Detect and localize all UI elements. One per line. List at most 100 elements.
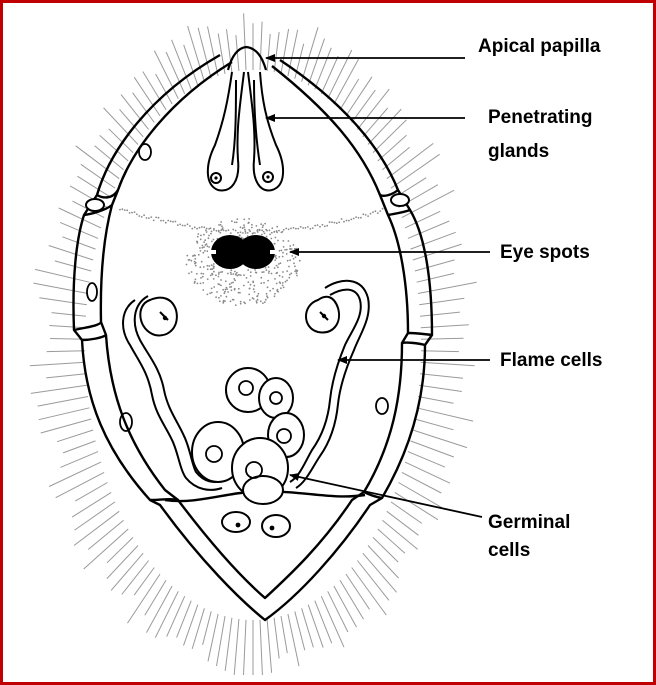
cilium [405,462,450,483]
granule [250,271,252,273]
granule [287,260,289,262]
granule [237,232,239,234]
cilium [88,520,123,549]
granule [220,221,222,223]
granule [208,235,210,237]
cilium [321,596,344,647]
granule [281,232,283,234]
granule [260,277,262,279]
cilium [281,29,289,74]
cilium [421,351,459,352]
granule [208,246,210,248]
cilium [260,22,262,70]
granule [296,275,298,277]
granule [256,225,258,227]
granule [252,233,254,235]
granule [205,244,207,246]
granule [202,276,204,278]
granule [240,303,242,305]
granule [272,288,274,290]
cilium [418,282,477,293]
granule [235,304,237,306]
cilium [340,580,364,619]
cilium [346,77,372,116]
granule [170,220,172,222]
granule [331,221,333,223]
cilium [30,362,86,366]
granule [221,225,223,227]
granule [271,273,273,275]
granule [218,276,220,278]
cilium [260,620,262,675]
granule [240,226,242,228]
granule [236,218,238,220]
granule [227,273,229,275]
granule [196,228,198,230]
granule [236,221,238,223]
granule [224,291,226,293]
granule [299,260,301,262]
granule [277,289,279,291]
granule [206,228,208,230]
granule [230,300,232,302]
granule [206,245,208,247]
granule [324,225,326,227]
granule [249,288,251,290]
granule [215,274,217,276]
cilium [420,312,460,316]
granule [189,225,191,227]
granule [274,295,276,297]
granule [260,282,262,284]
granule [365,214,367,216]
cilium [39,298,86,305]
granule [240,274,242,276]
granule [247,281,249,283]
granule [280,287,282,289]
cilium [33,283,88,293]
granule [148,217,150,219]
granule [276,257,278,259]
cilium [267,619,272,673]
granule [257,299,259,301]
granule [230,272,232,274]
granule [382,208,384,210]
granule [210,268,212,270]
cilium [49,462,101,486]
granule [208,228,210,230]
label-eye-spots: Eye spots [500,242,590,263]
granule [259,230,261,232]
granule [236,272,238,274]
granule [285,228,287,230]
cilium [120,109,144,136]
granule [276,283,278,285]
cilium [334,586,357,627]
granule [189,259,191,261]
granule [190,260,192,262]
granule [294,265,296,267]
granule [213,278,215,280]
granule [256,302,258,304]
granule [200,283,202,285]
cilium [31,385,87,393]
label-flame-cells: Flame cells [500,350,602,371]
granule [208,265,210,267]
granule [150,216,152,218]
granule [279,281,281,283]
granule [249,230,251,232]
granule [379,210,381,212]
cilium [81,164,115,188]
cilium [415,260,455,271]
granule [232,282,234,284]
cilium [72,492,111,517]
granule [202,282,204,284]
cilium [107,546,138,579]
granule [305,227,307,229]
granule [372,211,374,213]
granule [274,267,276,269]
granule [263,282,265,284]
granule [195,265,197,267]
granule [235,230,237,232]
granule [194,263,196,265]
granule [179,224,181,226]
granule [197,233,199,235]
